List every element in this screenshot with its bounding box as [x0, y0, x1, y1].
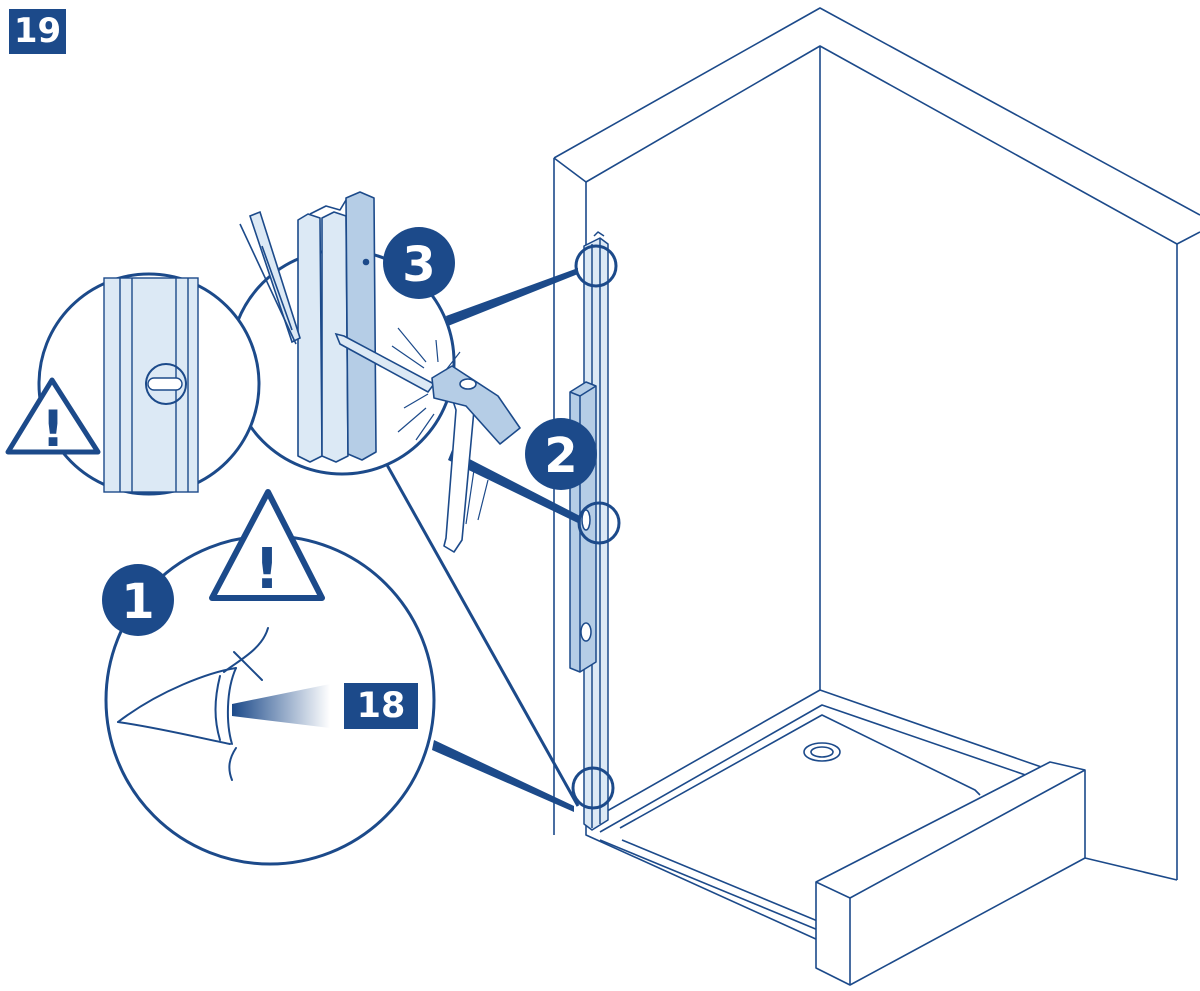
detail-oblong-hole — [37, 272, 261, 496]
callout-3: 3 — [383, 227, 455, 299]
svg-text:2: 2 — [544, 428, 577, 484]
step-number-badge: 19 — [9, 9, 66, 54]
impact-lines — [391, 327, 489, 525]
target-circles — [571, 244, 621, 810]
svg-text:!: ! — [254, 537, 280, 602]
callout-connectors — [432, 268, 580, 812]
warning-triangle-icon: ! — [5, 377, 101, 458]
sight-line — [232, 684, 330, 728]
hammer-icon — [431, 365, 521, 553]
pencil-icon — [239, 210, 436, 394]
callout-2: 2 — [525, 418, 597, 490]
svg-text:3: 3 — [402, 237, 435, 293]
svg-text:1: 1 — [121, 574, 154, 630]
detail-marking — [228, 191, 521, 553]
shower-tray — [585, 689, 1086, 986]
detail-leader-line — [380, 455, 580, 807]
callout-1: 1 — [102, 564, 174, 636]
reference-step-badge: 18 — [344, 683, 418, 729]
eye-icon — [117, 627, 269, 781]
svg-text:!: ! — [42, 400, 65, 458]
warning-triangle-icon: ! — [209, 489, 325, 602]
shower-walls — [553, 7, 1200, 881]
